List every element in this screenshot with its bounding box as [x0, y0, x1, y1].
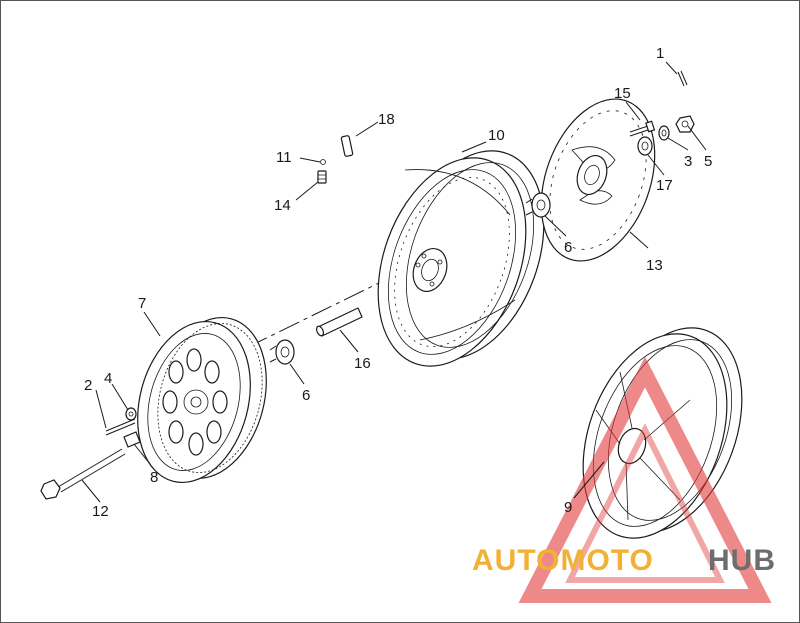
leader-lines	[81, 61, 707, 503]
brake-rotor	[540, 98, 656, 262]
callout-10: 10	[488, 127, 505, 144]
axle-spacer	[315, 307, 363, 337]
callout-17: 17	[656, 177, 673, 194]
callout-14: 14	[274, 197, 291, 214]
watermark-brand-part1: AUTOMOTO	[472, 544, 654, 577]
callout-18: 18	[378, 111, 395, 128]
callout-9: 9	[564, 499, 572, 516]
callout-labels: 1 2 3 4 5 6 6 7 8 9 10 11 12 13 14 15 16…	[84, 45, 712, 520]
callout-6b: 6	[302, 387, 310, 404]
callout-6a: 6	[564, 239, 572, 256]
callout-15: 15	[614, 85, 631, 102]
callout-16: 16	[354, 355, 371, 372]
callout-4: 4	[104, 370, 112, 387]
callout-2: 2	[84, 377, 92, 394]
laced-wheel	[377, 150, 545, 367]
watermark-triangle-logo	[518, 356, 772, 603]
bearing-left	[269, 339, 295, 365]
cast-wheel	[582, 327, 743, 539]
callout-5: 5	[704, 153, 712, 170]
watermark-brand-part2: HUB	[708, 544, 776, 577]
valve-stem-parts	[317, 135, 354, 184]
drive-pulley	[137, 316, 267, 484]
callout-8: 8	[150, 469, 158, 486]
pulley-hardware	[40, 407, 141, 500]
callout-11: 11	[276, 149, 292, 166]
callout-1: 1	[656, 45, 664, 62]
watermark: AUTOMOTO HUB	[472, 356, 776, 603]
callout-12: 12	[92, 503, 109, 520]
callout-7: 7	[138, 295, 146, 312]
callout-13: 13	[646, 257, 663, 274]
callout-3: 3	[684, 153, 692, 170]
